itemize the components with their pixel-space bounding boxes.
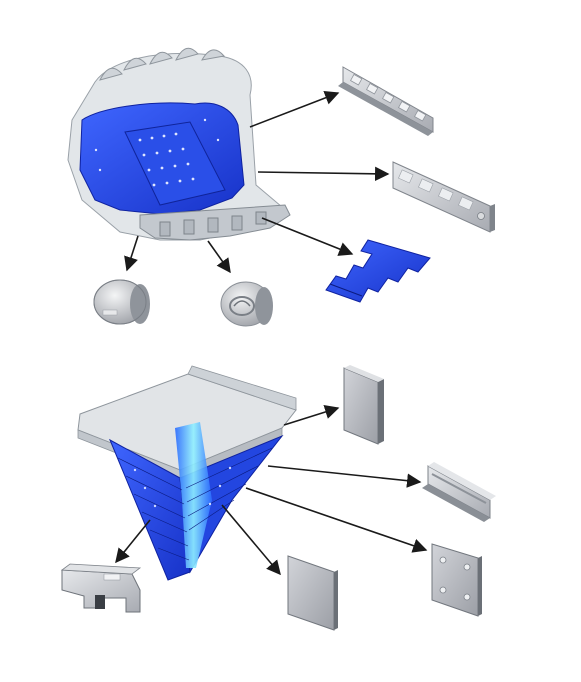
bottom-arrows (115, 405, 428, 576)
arrow-to-rail-wear-bar (267, 465, 422, 488)
heel-button-left (93, 279, 150, 325)
hopper-back-wall (187, 365, 297, 411)
arrow-to-bolted-plate (245, 487, 428, 553)
top-arrows (124, 90, 390, 274)
arrow-to-flat-plate-lower (221, 504, 281, 576)
hopper-cyan-highlight (175, 422, 212, 568)
hopper-tile-lines (117, 447, 273, 561)
flat-wear-plate-lower (287, 555, 338, 631)
arrow-to-lip-wear-bar (249, 90, 340, 128)
arrow-to-heel-button-left (124, 235, 139, 272)
hopper-assembly (77, 365, 297, 581)
bucket-liner-holes (94, 118, 220, 187)
flat-wear-plate-upper (343, 365, 384, 445)
arrow-to-flat-plate-upper (283, 405, 340, 426)
bucket-inner-panel (124, 121, 226, 206)
corrugated-blue-liner-plate (325, 239, 431, 303)
arrow-to-side-wear-bar (257, 166, 390, 181)
bucket-top-teeth (99, 47, 225, 81)
side-wear-bar (392, 161, 495, 233)
bolted-wear-plate (431, 543, 482, 617)
bracket-clamp (60, 563, 142, 613)
arrow-to-heel-button-right (207, 240, 231, 274)
arrow-to-corrugated-plate (261, 217, 354, 256)
bucket-lip-teeth (159, 211, 267, 237)
bucket-assembly (67, 47, 291, 241)
lip-wear-bar (338, 66, 434, 136)
arrow-to-bracket-clamp (115, 519, 151, 564)
rail-wear-bar (422, 462, 496, 522)
heel-button-right (220, 281, 273, 327)
hopper-liner-holes (133, 466, 232, 508)
